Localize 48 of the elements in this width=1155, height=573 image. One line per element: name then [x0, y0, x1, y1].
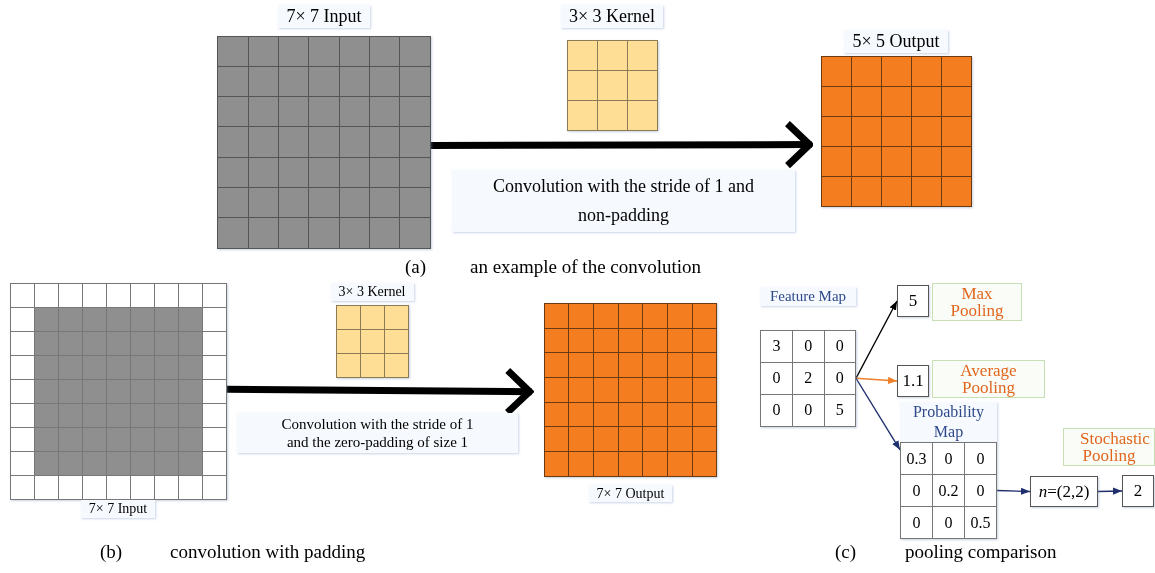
matrix-value: 0 — [835, 338, 844, 355]
edge-label: Convolution with the stride of 1 and the zero-padding of size 1 — [237, 413, 518, 453]
panel-caption: (a) — [405, 255, 427, 279]
matrix-value: 0 — [944, 514, 953, 531]
grid-label: 5× 5 Output — [844, 30, 948, 53]
matrix-value: 0 — [772, 402, 781, 419]
grid-label: 7× 7 Input — [278, 5, 370, 28]
grid-label: Probability Map — [900, 402, 997, 442]
matrix-value: 5 — [835, 402, 844, 419]
matrix-value: 0.2 — [938, 482, 959, 499]
edge-label: Convolution with the stride of 1 and non-padding — [452, 170, 795, 232]
matrix-value: 0 — [835, 370, 844, 387]
value-box: 2 — [1122, 475, 1154, 507]
panel-caption: (c) — [835, 540, 857, 564]
value-box: n=(2,2) — [1030, 476, 1098, 507]
arrow — [430, 120, 813, 170]
arrow — [855, 377, 901, 451]
matrix-value: 0 — [976, 450, 985, 467]
arrow — [855, 300, 898, 379]
pooling-label: Average Pooling — [932, 360, 1045, 398]
panel-caption: an example of the convolution — [470, 255, 702, 279]
panel-caption: (b) — [100, 540, 123, 564]
arrow — [996, 487, 1031, 495]
value-box: 5 — [897, 285, 929, 317]
matrix-value: 0.5 — [970, 514, 991, 531]
matrix-value: 0 — [912, 514, 921, 531]
matrix-value: 3 — [772, 338, 781, 355]
arrow — [1097, 487, 1123, 495]
value-box: 1.1 — [897, 365, 929, 397]
grid-label: 3× 3 Kernel — [560, 5, 664, 28]
pooling-label: Max Pooling — [932, 283, 1022, 321]
grid-label: 7× 7 Output — [588, 484, 673, 503]
matrix-value: 0 — [912, 482, 921, 499]
matrix-value: 2 — [804, 370, 813, 387]
matrix-value: 0 — [804, 402, 813, 419]
grid-label: Feature Map — [760, 287, 856, 306]
matrix-value: 0 — [944, 450, 953, 467]
grid-label: 7× 7 Input — [80, 500, 156, 518]
pooling-label: Stochastic Pooling — [1063, 428, 1155, 466]
matrix-value: 0 — [772, 370, 781, 387]
matrix-value: 0 — [976, 482, 985, 499]
panel-caption: pooling comparison — [905, 540, 1057, 564]
matrix-value: 0 — [804, 338, 813, 355]
arrow — [226, 366, 534, 416]
arrow — [855, 376, 898, 384]
matrix-value: 0.3 — [906, 450, 927, 467]
grid-label: 3× 3 Kernel — [330, 283, 414, 301]
panel-caption: convolution with padding — [170, 540, 366, 564]
